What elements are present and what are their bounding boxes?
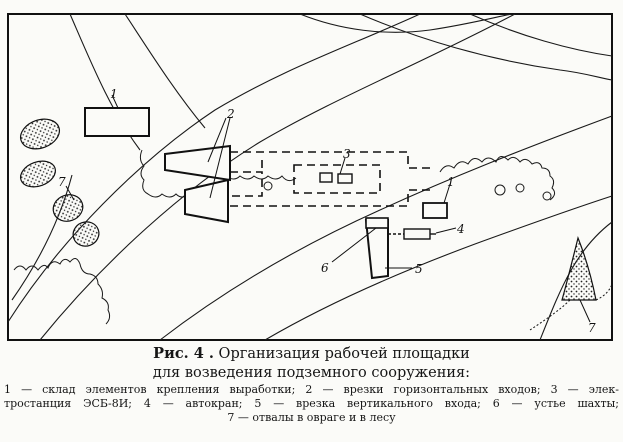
- label-5: 5: [415, 262, 423, 276]
- leader-line: [443, 183, 451, 204]
- forest-edge-left: [13, 258, 111, 325]
- tree-bush: [515, 183, 525, 193]
- label-1-small: 1: [447, 175, 455, 189]
- ravine-spoil: [561, 236, 597, 301]
- label-3: 3: [343, 147, 351, 161]
- label-6: 6: [321, 261, 329, 275]
- shaft-collar: [365, 217, 389, 229]
- legend-line-1: 1 — склад элементов крепления выработки;…: [4, 383, 619, 396]
- contour-lines: [7, 13, 613, 341]
- ravine-edge: [529, 283, 613, 331]
- underground-structure: [230, 151, 430, 207]
- tree-bush: [494, 184, 506, 196]
- spoil-mounds: [19, 118, 100, 247]
- forest-edge-right: [439, 156, 556, 201]
- storage-building-1: [84, 107, 150, 137]
- legend-line-2: тростанция ЭСБ-8И; 4 — автокран; 5 — вре…: [4, 397, 619, 410]
- label-2: 2: [226, 107, 235, 121]
- storage-building-1-small: [422, 202, 448, 219]
- truck-crane: [388, 228, 436, 240]
- label-7-right: 7: [588, 321, 596, 335]
- caption-line2: для возведения подземного сооружения:: [152, 365, 471, 381]
- figure-caption: Рис. 4 . Организация рабочей площадки дл…: [0, 344, 623, 383]
- caption-prefix: Рис. 4 .: [153, 345, 214, 362]
- label-1: 1: [110, 87, 118, 101]
- label-4: 4: [456, 222, 465, 236]
- label-7-left: 7: [58, 175, 66, 189]
- legend-line-3: 7 — отвалы в овраге и в лесу: [227, 411, 396, 424]
- leader-lines: [65, 94, 591, 323]
- horizontal-entrance-lower: [184, 178, 229, 224]
- power-station-unit: [337, 173, 353, 184]
- tree-bush: [542, 191, 552, 201]
- plan-frame: [7, 13, 613, 341]
- tree-bush: [263, 181, 273, 191]
- power-station-unit: [319, 172, 333, 183]
- caption-line1: Организация рабочей площадки: [213, 346, 470, 362]
- horizontal-entrance-upper: [164, 144, 231, 182]
